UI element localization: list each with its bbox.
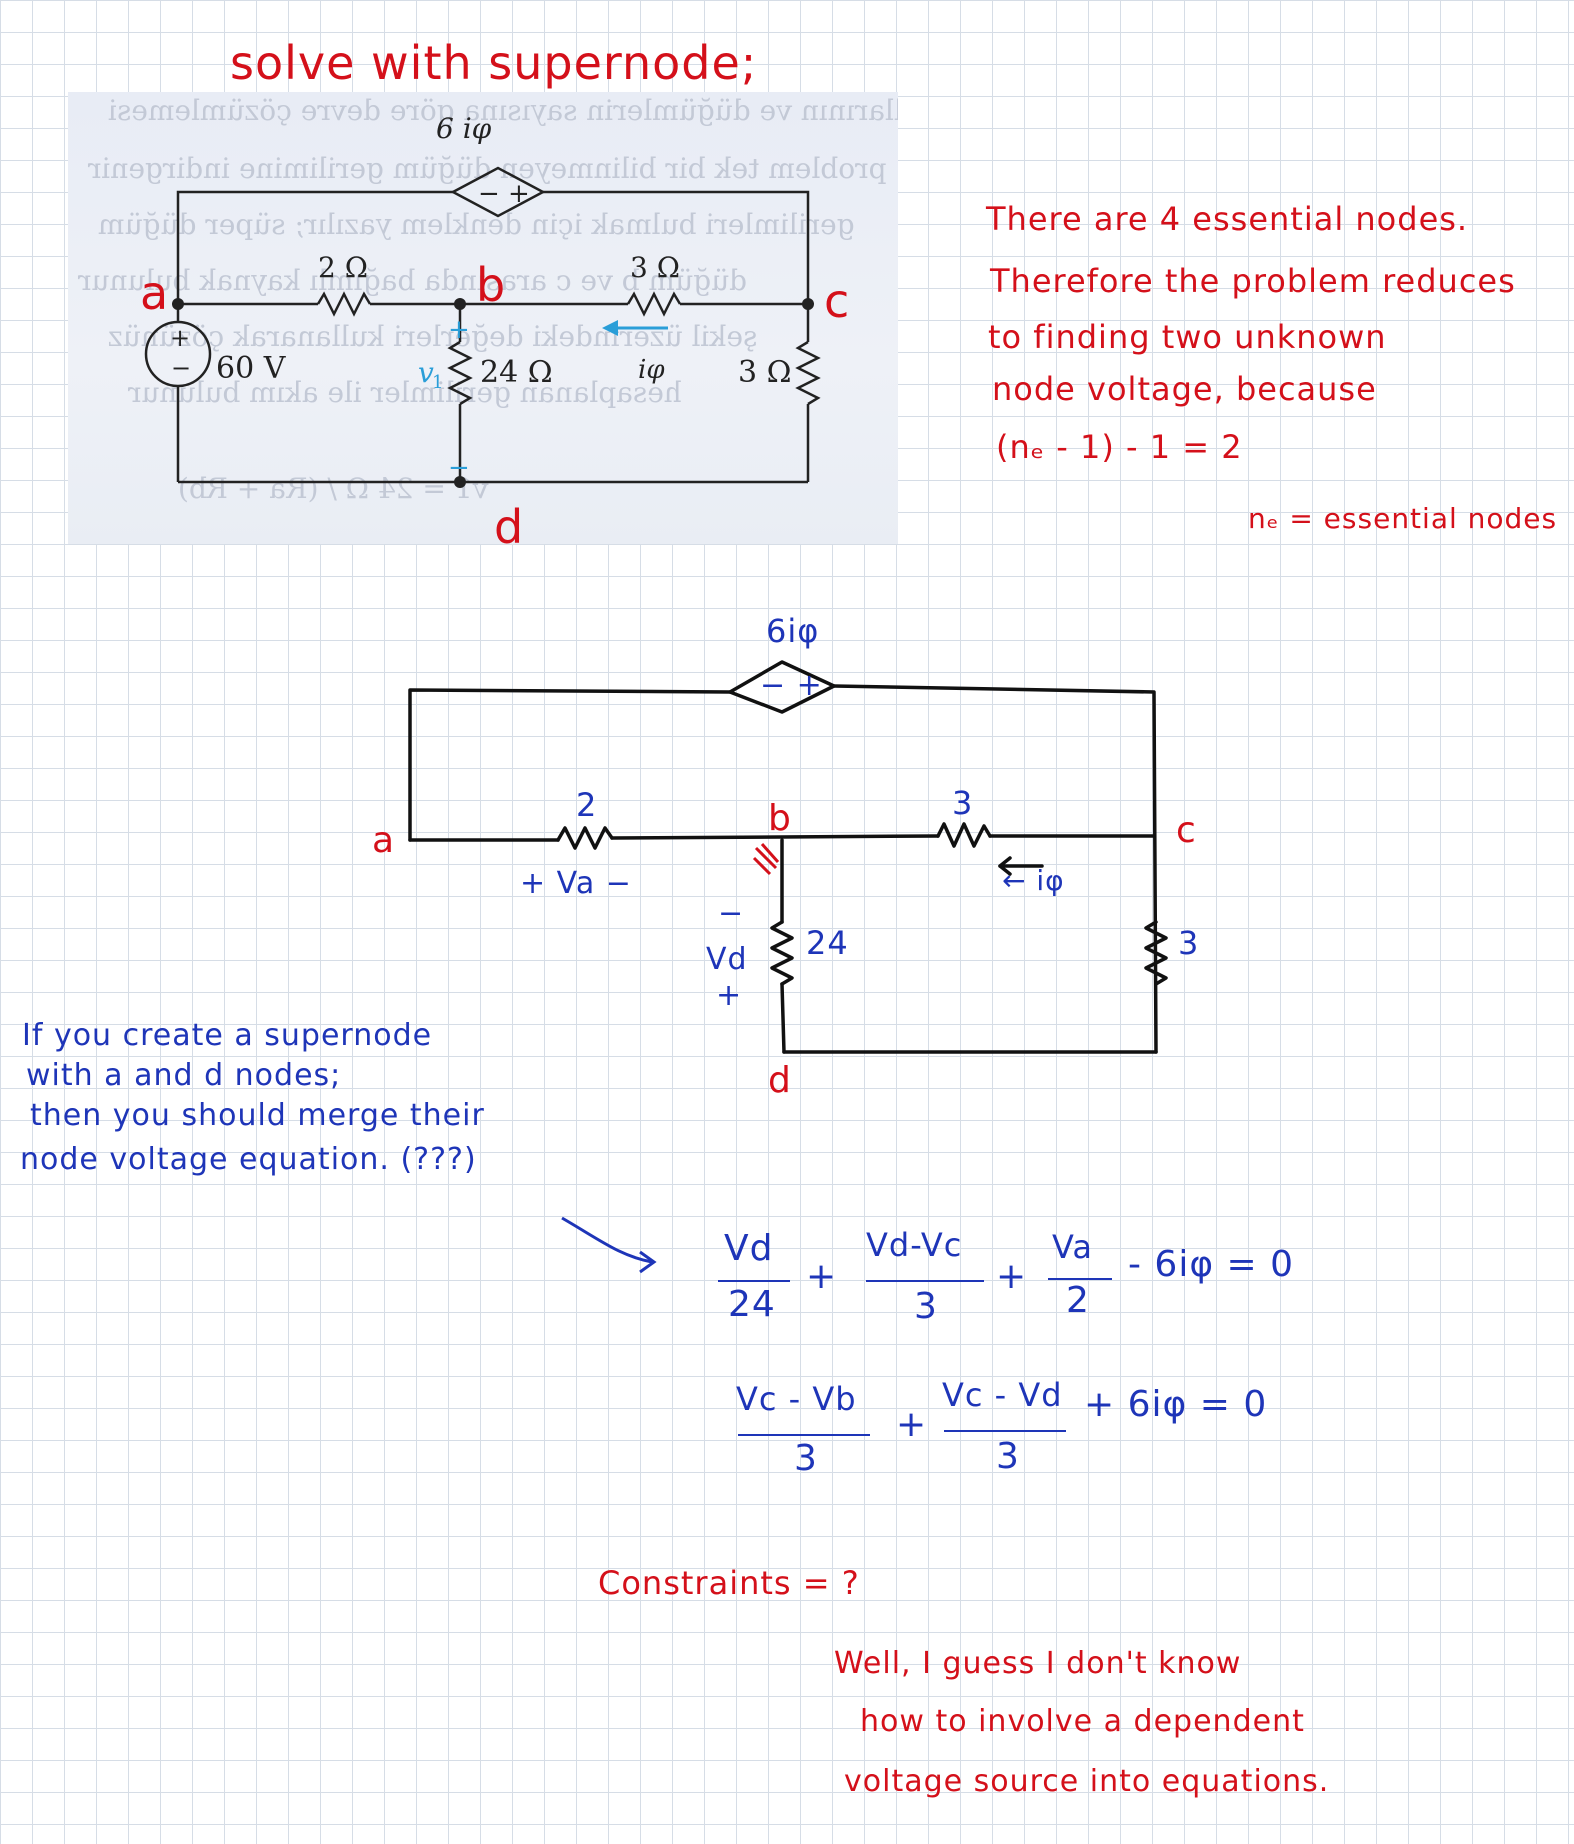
note-essential-line4: node voltage, because xyxy=(992,370,1377,408)
resistor-bc-label: 3 Ω xyxy=(630,251,680,284)
eq2-term1-fraction-bar xyxy=(738,1434,870,1436)
eq2-term2-fraction-bar xyxy=(944,1430,1066,1432)
circuit-va-label: + Va − xyxy=(520,866,632,901)
supernode-note-line1: If you create a supernode xyxy=(22,1018,433,1053)
circuit-r-bc-label: 3 xyxy=(952,784,974,822)
eq1-term2-numerator: Vd-Vc xyxy=(866,1226,963,1264)
figure-node-b: b xyxy=(476,258,507,312)
circuit-node-c: c xyxy=(1176,810,1197,851)
eq2-tail: + 6iφ = 0 xyxy=(1084,1384,1268,1425)
circuit-vd-plus: + xyxy=(716,978,743,1013)
supernode-note-line2: with a and d nodes; xyxy=(26,1058,342,1093)
supernode-note-line4: node voltage equation. (???) xyxy=(20,1142,477,1177)
circuit-source-signs: − + xyxy=(760,668,823,703)
closing-line3: voltage source into equations. xyxy=(844,1764,1330,1799)
node-d-dot xyxy=(454,476,466,488)
circuit-node-d: d xyxy=(768,1060,792,1101)
eq1-term3-denominator: 2 xyxy=(1066,1280,1090,1321)
textbook-schematic: + − 6 iφ − + 2 Ω 3 Ω 60 V 24 Ω 3 Ω + − v… xyxy=(144,112,821,488)
circuit-current-label: ← iφ xyxy=(1002,864,1065,897)
source-minus: − xyxy=(171,354,191,382)
eq1-op2: + xyxy=(996,1256,1028,1297)
eq1-term1-numerator: Vd xyxy=(724,1228,774,1269)
eq2-term1-numerator: Vc - Vb xyxy=(736,1380,857,1418)
eq1-tail: - 6iφ = 0 xyxy=(1128,1244,1295,1285)
resistor-cd-label: 3 Ω xyxy=(738,355,792,390)
note-essential-line5: (nₑ - 1) - 1 = 2 xyxy=(996,428,1243,466)
eq2-term2-denominator: 3 xyxy=(996,1436,1020,1477)
dependent-source-signs: − + xyxy=(478,179,530,209)
textbook-circuit-figure: ılım dallarının ve düğümlerin sayısına g… xyxy=(68,92,898,544)
v1-plus: + xyxy=(448,315,470,345)
note-essential-line2: Therefore the problem reduces xyxy=(990,262,1516,300)
circuit-r-cd-label: 3 xyxy=(1178,924,1200,962)
eq2-term1-denominator: 3 xyxy=(794,1438,818,1479)
circuit-source-label: 6iφ xyxy=(766,612,820,650)
eq1-term3-numerator: Va xyxy=(1052,1228,1094,1266)
eq2-term2-numerator: Vc - Vd xyxy=(942,1376,1063,1414)
eq1-term3-fraction-bar xyxy=(1048,1278,1112,1280)
note-ne-definition: nₑ = essential nodes xyxy=(1248,502,1558,535)
circuit-node-a: a xyxy=(372,820,396,861)
node-a-dot xyxy=(172,298,184,310)
note-essential-line1: There are 4 essential nodes. xyxy=(986,200,1469,238)
eq1-op1: + xyxy=(806,1256,838,1297)
resistor-ab-label: 2 Ω xyxy=(318,251,368,284)
supernode-note-line3: then you should merge their xyxy=(30,1098,485,1133)
eq1-term1-denominator: 24 xyxy=(728,1284,776,1325)
eq2-op1: + xyxy=(896,1404,928,1445)
figure-node-c: c xyxy=(824,274,851,328)
note-essential-line3: to finding two unknown xyxy=(988,318,1387,356)
node-c-dot xyxy=(802,298,814,310)
figure-node-d: d xyxy=(494,500,525,554)
eq1-term2-denominator: 3 xyxy=(914,1286,938,1327)
eq1-term1-fraction-bar xyxy=(718,1280,790,1282)
node-b-dot xyxy=(454,298,466,310)
circuit-vd-label: Vd xyxy=(706,942,748,977)
voltage-source-label: 60 V xyxy=(216,351,287,386)
dependent-source-label: 6 iφ xyxy=(436,112,492,145)
figure-node-a: a xyxy=(140,266,170,320)
current-label: iφ xyxy=(638,355,665,385)
resistor-bd-label: 24 Ω xyxy=(480,355,553,390)
circuit-r-ab-label: 2 xyxy=(576,786,598,824)
circuit-r-bd-label: 24 xyxy=(806,924,849,962)
v1-minus: − xyxy=(448,453,470,483)
v1-label: v xyxy=(418,356,434,389)
v1-subscript: 1 xyxy=(432,372,443,393)
circuit-vd-minus: − xyxy=(718,896,745,931)
closing-line2: how to involve a dependent xyxy=(860,1704,1305,1739)
page-title: solve with supernode; xyxy=(230,36,758,90)
eq1-term2-fraction-bar xyxy=(866,1280,984,1282)
constraints-label: Constraints = ? xyxy=(598,1564,860,1602)
closing-line1: Well, I guess I don't know xyxy=(834,1646,1242,1681)
circuit-node-b: b xyxy=(768,798,792,839)
source-plus: + xyxy=(170,324,190,352)
